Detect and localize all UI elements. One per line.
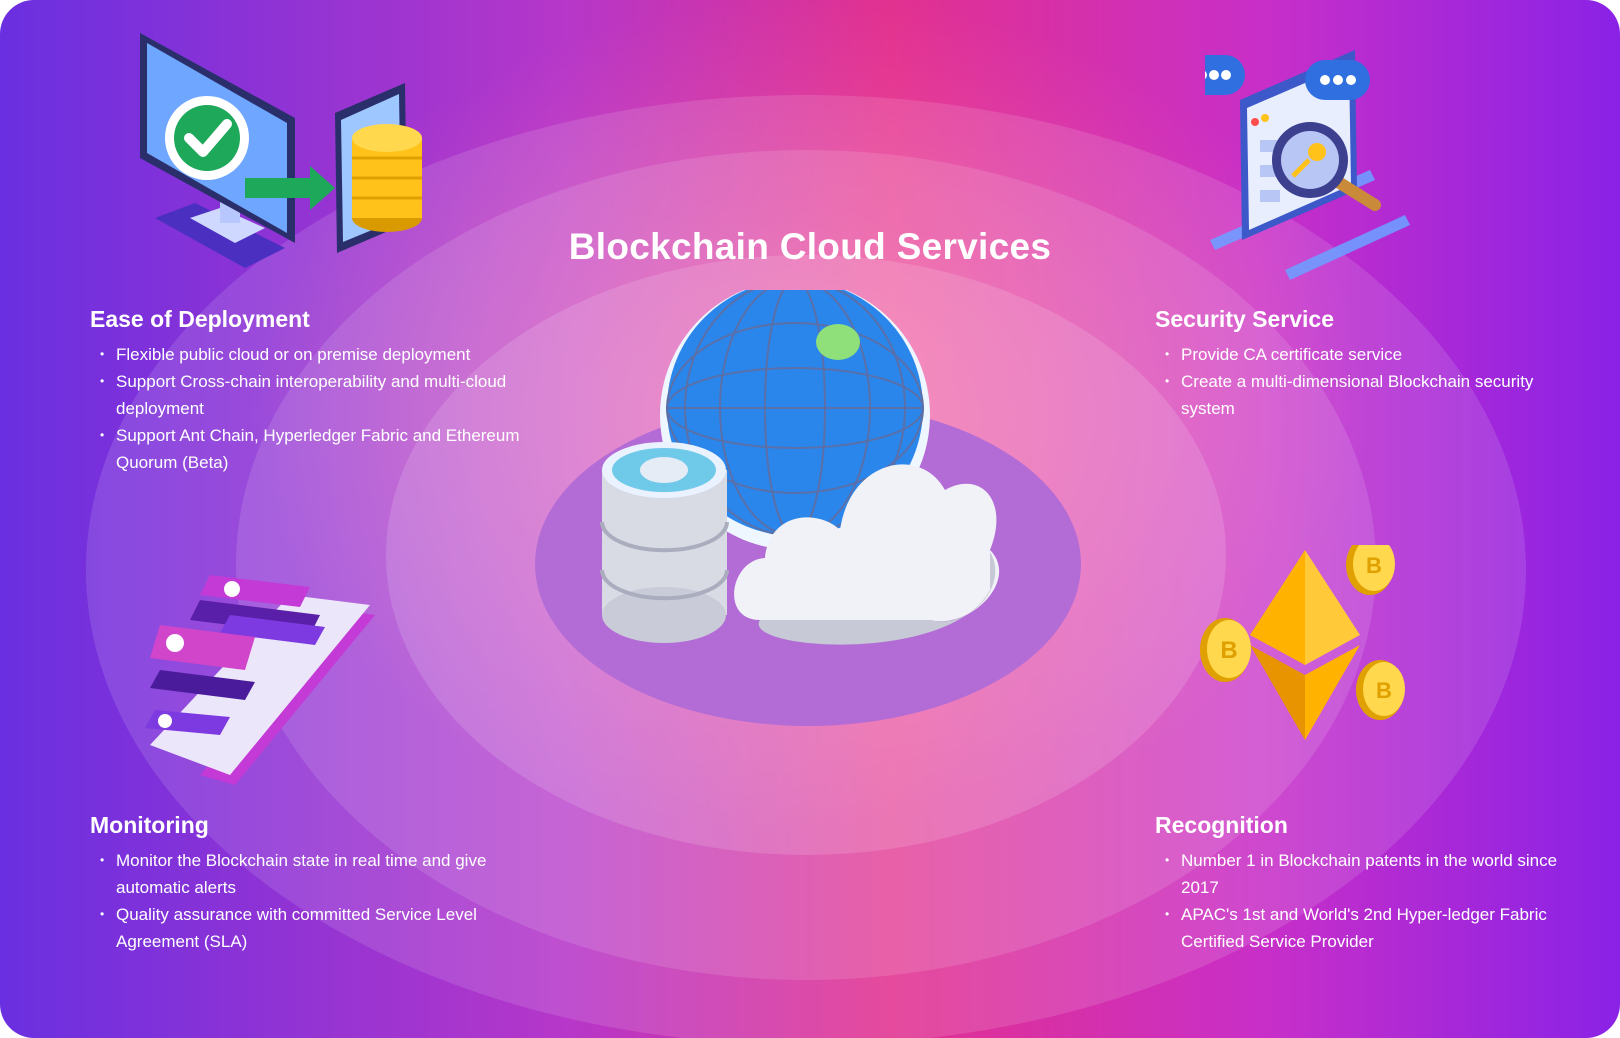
feature-list: Provide CA certificate service Create a … [1155, 341, 1555, 422]
globe-database-cloud-icon [600, 290, 1000, 645]
monitor-check-to-coins-icon [140, 33, 422, 268]
list-item: Support Cross-chain interoperability and… [100, 368, 550, 422]
section-heading: Monitoring [90, 812, 209, 838]
list-item: Quality assurance with committed Service… [100, 901, 510, 955]
svg-text:B: B [1220, 637, 1237, 664]
list-item: Create a multi-dimensional Blockchain se… [1165, 368, 1555, 422]
list-item: APAC's 1st and World's 2nd Hyper-ledger … [1165, 901, 1575, 955]
section-heading: Recognition [1155, 812, 1288, 838]
security-service-section: Security Service Provide CA certificate … [1155, 306, 1555, 422]
feature-list: Number 1 in Blockchain patents in the wo… [1155, 847, 1575, 955]
ethereum-bitcoin-coins-icon: B B B [1200, 545, 1405, 740]
section-heading: Ease of Deployment [90, 306, 310, 332]
section-heading: Security Service [1155, 306, 1335, 332]
monitoring-section: Monitoring Monitor the Blockchain state … [90, 812, 510, 955]
page-title: Blockchain Cloud Services [568, 226, 1052, 267]
list-item: Provide CA certificate service [1165, 341, 1555, 368]
list-item: Number 1 in Blockchain patents in the wo… [1165, 847, 1575, 901]
list-item: Support Ant Chain, Hyperledger Fabric an… [100, 422, 550, 476]
list-item: Monitor the Blockchain state in real tim… [100, 847, 510, 901]
feature-list: Flexible public cloud or on premise depl… [90, 341, 550, 476]
svg-text:B: B [1366, 553, 1382, 578]
ease-of-deployment-section: Ease of Deployment Flexible public cloud… [90, 306, 550, 476]
browser-key-magnifier-icon [1205, 50, 1410, 280]
phone-chat-messages-icon [145, 575, 375, 785]
list-item: Flexible public cloud or on premise depl… [100, 341, 550, 368]
feature-list: Monitor the Blockchain state in real tim… [90, 847, 510, 955]
recognition-section: Recognition Number 1 in Blockchain paten… [1155, 812, 1575, 955]
svg-text:B: B [1376, 678, 1392, 703]
